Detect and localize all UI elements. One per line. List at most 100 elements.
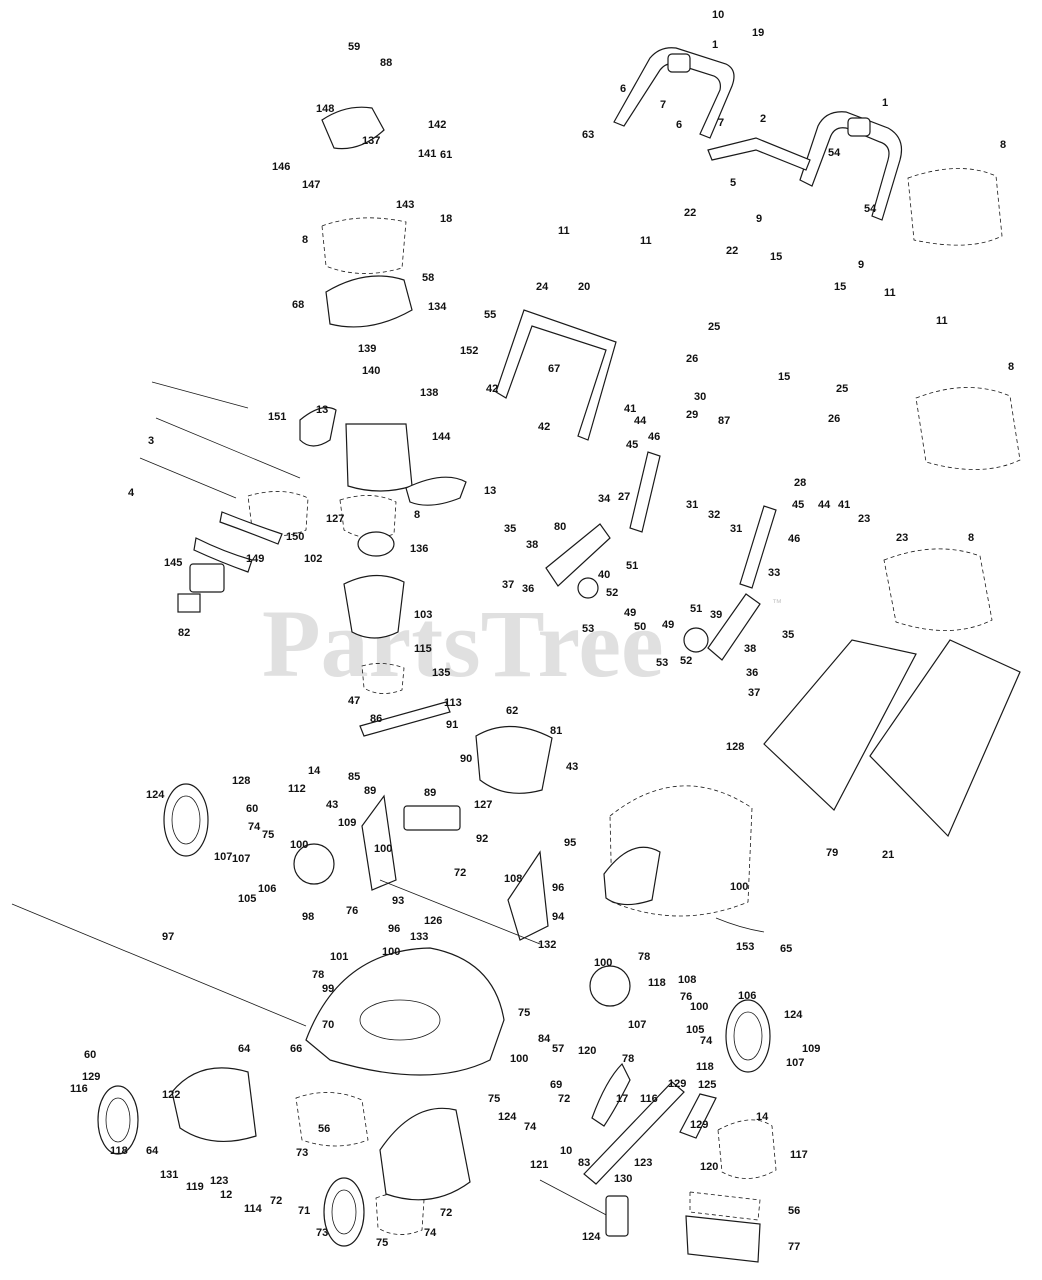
callout-14: 14 bbox=[308, 765, 321, 777]
callout-98: 98 bbox=[302, 911, 314, 923]
callout-9: 9 bbox=[756, 213, 762, 225]
callout-73: 73 bbox=[296, 1147, 308, 1159]
callout-124: 124 bbox=[498, 1111, 517, 1123]
callout-37: 37 bbox=[502, 579, 514, 591]
callout-27: 27 bbox=[618, 491, 630, 503]
callout-20: 20 bbox=[578, 281, 590, 293]
callout-149: 149 bbox=[246, 553, 264, 565]
callout-141: 141 bbox=[418, 148, 436, 160]
drive-lever-119 bbox=[583, 1081, 685, 1185]
callout-120: 120 bbox=[578, 1045, 596, 1057]
gear-39 bbox=[683, 627, 709, 653]
wheel-right-rear bbox=[725, 999, 771, 1073]
callout-118: 118 bbox=[110, 1145, 128, 1157]
label-sheet-72 bbox=[295, 1092, 369, 1147]
callout-74: 74 bbox=[248, 821, 261, 833]
callout-113: 113 bbox=[444, 697, 462, 709]
callout-100: 100 bbox=[382, 946, 400, 958]
callout-74: 74 bbox=[524, 1121, 537, 1133]
drive-arm-12a bbox=[591, 1062, 631, 1127]
callout-13: 13 bbox=[484, 485, 496, 497]
callout-4: 4 bbox=[128, 487, 135, 499]
callout-109: 109 bbox=[338, 817, 356, 829]
callout-10: 10 bbox=[712, 9, 724, 21]
callout-31: 31 bbox=[730, 523, 742, 535]
callout-137: 137 bbox=[362, 135, 380, 147]
callout-62: 62 bbox=[506, 705, 518, 717]
callout-53: 53 bbox=[656, 657, 668, 669]
label-sheet-8b bbox=[915, 387, 1021, 470]
callout-37: 37 bbox=[748, 687, 760, 699]
callout-106: 106 bbox=[258, 883, 276, 895]
callout-107: 107 bbox=[232, 853, 250, 865]
callout-25: 25 bbox=[836, 383, 848, 395]
gear-wheel-76-left bbox=[293, 843, 335, 885]
callout-24: 24 bbox=[536, 281, 549, 293]
callout-129: 129 bbox=[668, 1078, 686, 1090]
cable-4 bbox=[139, 457, 237, 499]
callout-23: 23 bbox=[858, 513, 870, 525]
callout-7: 7 bbox=[660, 99, 666, 111]
callout-78: 78 bbox=[622, 1053, 634, 1065]
callout-35: 35 bbox=[504, 523, 516, 535]
callout-81: 81 bbox=[550, 725, 562, 737]
wheel-left-rear bbox=[163, 783, 209, 857]
callout-53: 53 bbox=[582, 623, 594, 635]
callout-114: 114 bbox=[244, 1203, 263, 1215]
battery-tray bbox=[325, 275, 413, 328]
callout-103: 103 bbox=[414, 609, 432, 621]
lever-34 bbox=[545, 523, 611, 587]
callout-64: 64 bbox=[238, 1043, 251, 1055]
callout-43: 43 bbox=[326, 799, 338, 811]
callout-86: 86 bbox=[370, 713, 382, 725]
callout-90: 90 bbox=[460, 753, 472, 765]
callout-21: 21 bbox=[882, 849, 894, 861]
callout-131: 131 bbox=[160, 1169, 178, 1181]
callout-68: 68 bbox=[292, 299, 304, 311]
callout-6: 6 bbox=[620, 83, 626, 95]
callout-19: 19 bbox=[752, 27, 764, 39]
callout-52: 52 bbox=[680, 655, 692, 667]
blade-113 bbox=[359, 701, 451, 737]
lever-33 bbox=[707, 593, 761, 661]
callout-76: 76 bbox=[346, 905, 358, 917]
callout-108: 108 bbox=[678, 974, 696, 986]
callout-151: 151 bbox=[268, 411, 286, 423]
gearbox-104 bbox=[605, 1195, 629, 1237]
callout-33: 33 bbox=[768, 567, 780, 579]
callout-71: 71 bbox=[298, 1205, 310, 1217]
callout-100: 100 bbox=[690, 1001, 708, 1013]
label-sheet-8e bbox=[339, 495, 397, 539]
callout-95: 95 bbox=[564, 837, 576, 849]
callout-119: 119 bbox=[186, 1181, 204, 1193]
callout-116: 116 bbox=[640, 1093, 658, 1105]
mulch-plug-129 bbox=[379, 1107, 471, 1201]
battery-92 bbox=[403, 805, 461, 831]
callout-23: 23 bbox=[896, 532, 908, 544]
callout-138: 138 bbox=[420, 387, 438, 399]
callout-51: 51 bbox=[690, 603, 702, 615]
callout-128: 128 bbox=[232, 775, 250, 787]
callout-106: 106 bbox=[738, 990, 756, 1002]
label-sheet-79 bbox=[609, 785, 753, 917]
callout-58: 58 bbox=[422, 272, 434, 284]
callout-46: 46 bbox=[788, 533, 800, 545]
callout-79: 79 bbox=[826, 847, 838, 859]
handle-bracket bbox=[707, 137, 811, 171]
callout-143: 143 bbox=[396, 199, 414, 211]
callout-121: 121 bbox=[530, 1159, 548, 1171]
callout-126: 126 bbox=[424, 915, 442, 927]
deck-blade-well bbox=[359, 999, 441, 1041]
label-sheet-114 bbox=[717, 1119, 777, 1179]
callout-153: 153 bbox=[736, 941, 754, 953]
callout-107: 107 bbox=[786, 1057, 804, 1069]
callout-139: 139 bbox=[358, 343, 376, 355]
motor-housing bbox=[345, 423, 413, 492]
callout-72: 72 bbox=[558, 1093, 570, 1105]
callout-129: 129 bbox=[690, 1119, 708, 1131]
callout-107: 107 bbox=[214, 851, 232, 863]
callout-99: 99 bbox=[322, 983, 334, 995]
callout-75: 75 bbox=[518, 1007, 530, 1019]
callout-8: 8 bbox=[302, 234, 308, 246]
